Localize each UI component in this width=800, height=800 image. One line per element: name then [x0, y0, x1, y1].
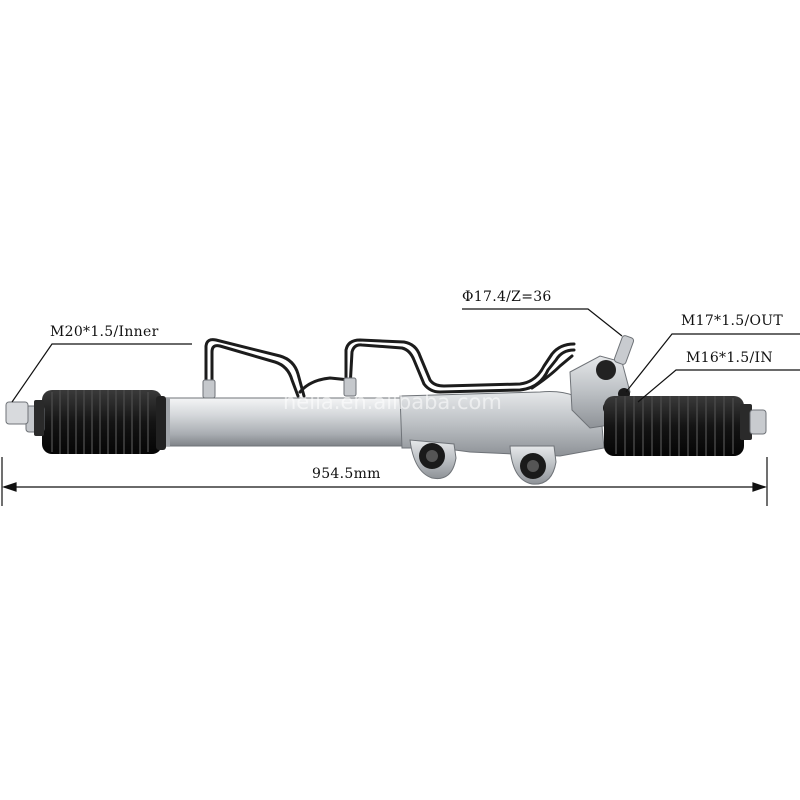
- pinion-spec-label: Φ17.4/Z=36: [462, 289, 552, 305]
- left-tie-rod-end: [5, 400, 45, 436]
- out-port-label: M17*1.5/OUT: [681, 313, 784, 329]
- left-boot: [42, 390, 166, 454]
- overall-length-label: 954.5mm: [312, 466, 381, 482]
- callout-leaders: [11, 308, 800, 403]
- hydraulic-lines: [204, 338, 576, 398]
- watermark-text: hella.en.alibaba.com: [283, 390, 502, 414]
- right-tie-rod-end: [740, 404, 767, 440]
- left-thread-label: M20*1.5/Inner: [50, 324, 159, 340]
- right-boot: [604, 396, 744, 456]
- in-port-label: M16*1.5/IN: [686, 350, 773, 366]
- dimension-line: [1, 457, 768, 506]
- line-fittings: [202, 377, 357, 399]
